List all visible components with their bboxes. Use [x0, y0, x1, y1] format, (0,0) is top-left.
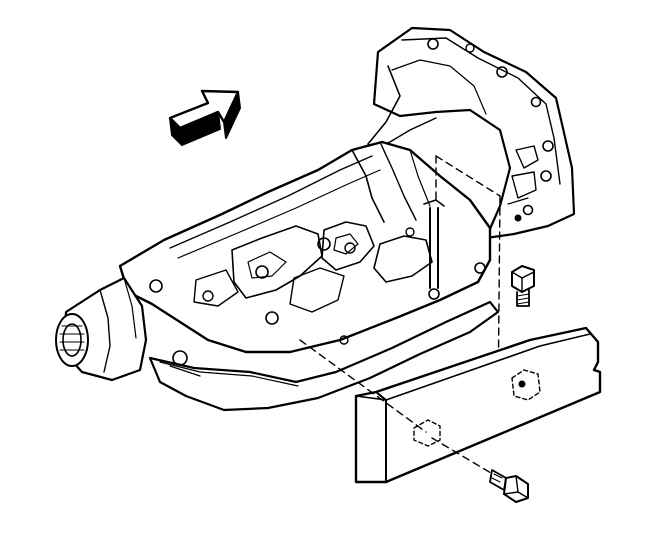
- output-shaft: [55, 276, 148, 382]
- lower-bolt: [489, 469, 529, 503]
- oil-pan: [148, 300, 500, 412]
- direction-arrow-icon: [168, 89, 241, 146]
- lower-bolt-guide: [299, 339, 497, 477]
- transmission-assembly: [118, 140, 492, 354]
- upper-bolt: [511, 265, 535, 307]
- shield-bracket: [354, 326, 602, 484]
